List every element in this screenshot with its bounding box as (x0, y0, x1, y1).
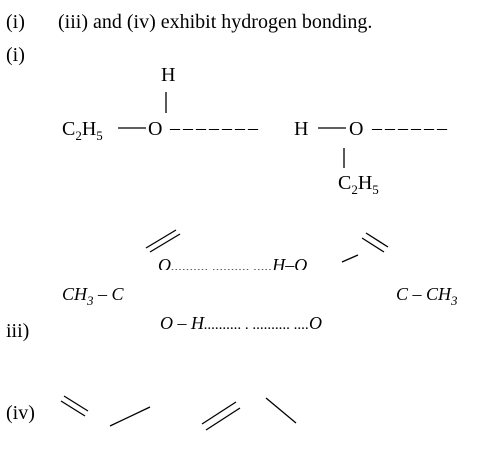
iv-single-bond-1 (109, 406, 151, 427)
carbonyl-double-bond-left-b (149, 233, 181, 253)
dimer-bottom-row: O – H.......... . .......... ....O (160, 313, 322, 333)
part-iii-label: iii) (6, 320, 30, 342)
top-hydrogen: H (161, 64, 176, 86)
ethyl-group-bottom: C2H5 (338, 172, 379, 197)
ethyl-group-left: C2H5 (62, 118, 103, 143)
hydrogen-bond-dashes-tail: – – – – – – (372, 117, 447, 139)
part-iv-label: (iv) (6, 402, 35, 424)
carbonyl-double-bond-right-a (365, 232, 389, 248)
middle-hydrogen: H (294, 118, 309, 140)
iv-double-bond-a (63, 395, 89, 412)
dimer-top-row: O.......... .......... .....H–O (158, 256, 308, 270)
part-i-label: (i) (6, 44, 25, 66)
carbonyl-double-bond-left-a (145, 229, 177, 249)
methyl-carbonyl-left: CH3 – C (62, 284, 124, 308)
oxygen-2: O (349, 118, 364, 140)
methyl-carbonyl-right: C – CH3 (396, 284, 458, 308)
carbonyl-tail-right (341, 254, 359, 263)
hydrogen-bond-dashes: – – – – – – – (170, 117, 258, 139)
oxygen-1: O (148, 118, 163, 140)
carbonyl-double-bond-right-b (361, 237, 385, 253)
iv-single-bond-2 (265, 397, 297, 424)
iv-double-bond-d (205, 407, 241, 431)
header-label: (i) (6, 11, 25, 33)
header-statement: (iii) and (iv) exhibit hydrogen bonding. (58, 11, 373, 33)
iv-double-bond-c (201, 401, 237, 425)
iv-double-bond-b (60, 400, 86, 417)
